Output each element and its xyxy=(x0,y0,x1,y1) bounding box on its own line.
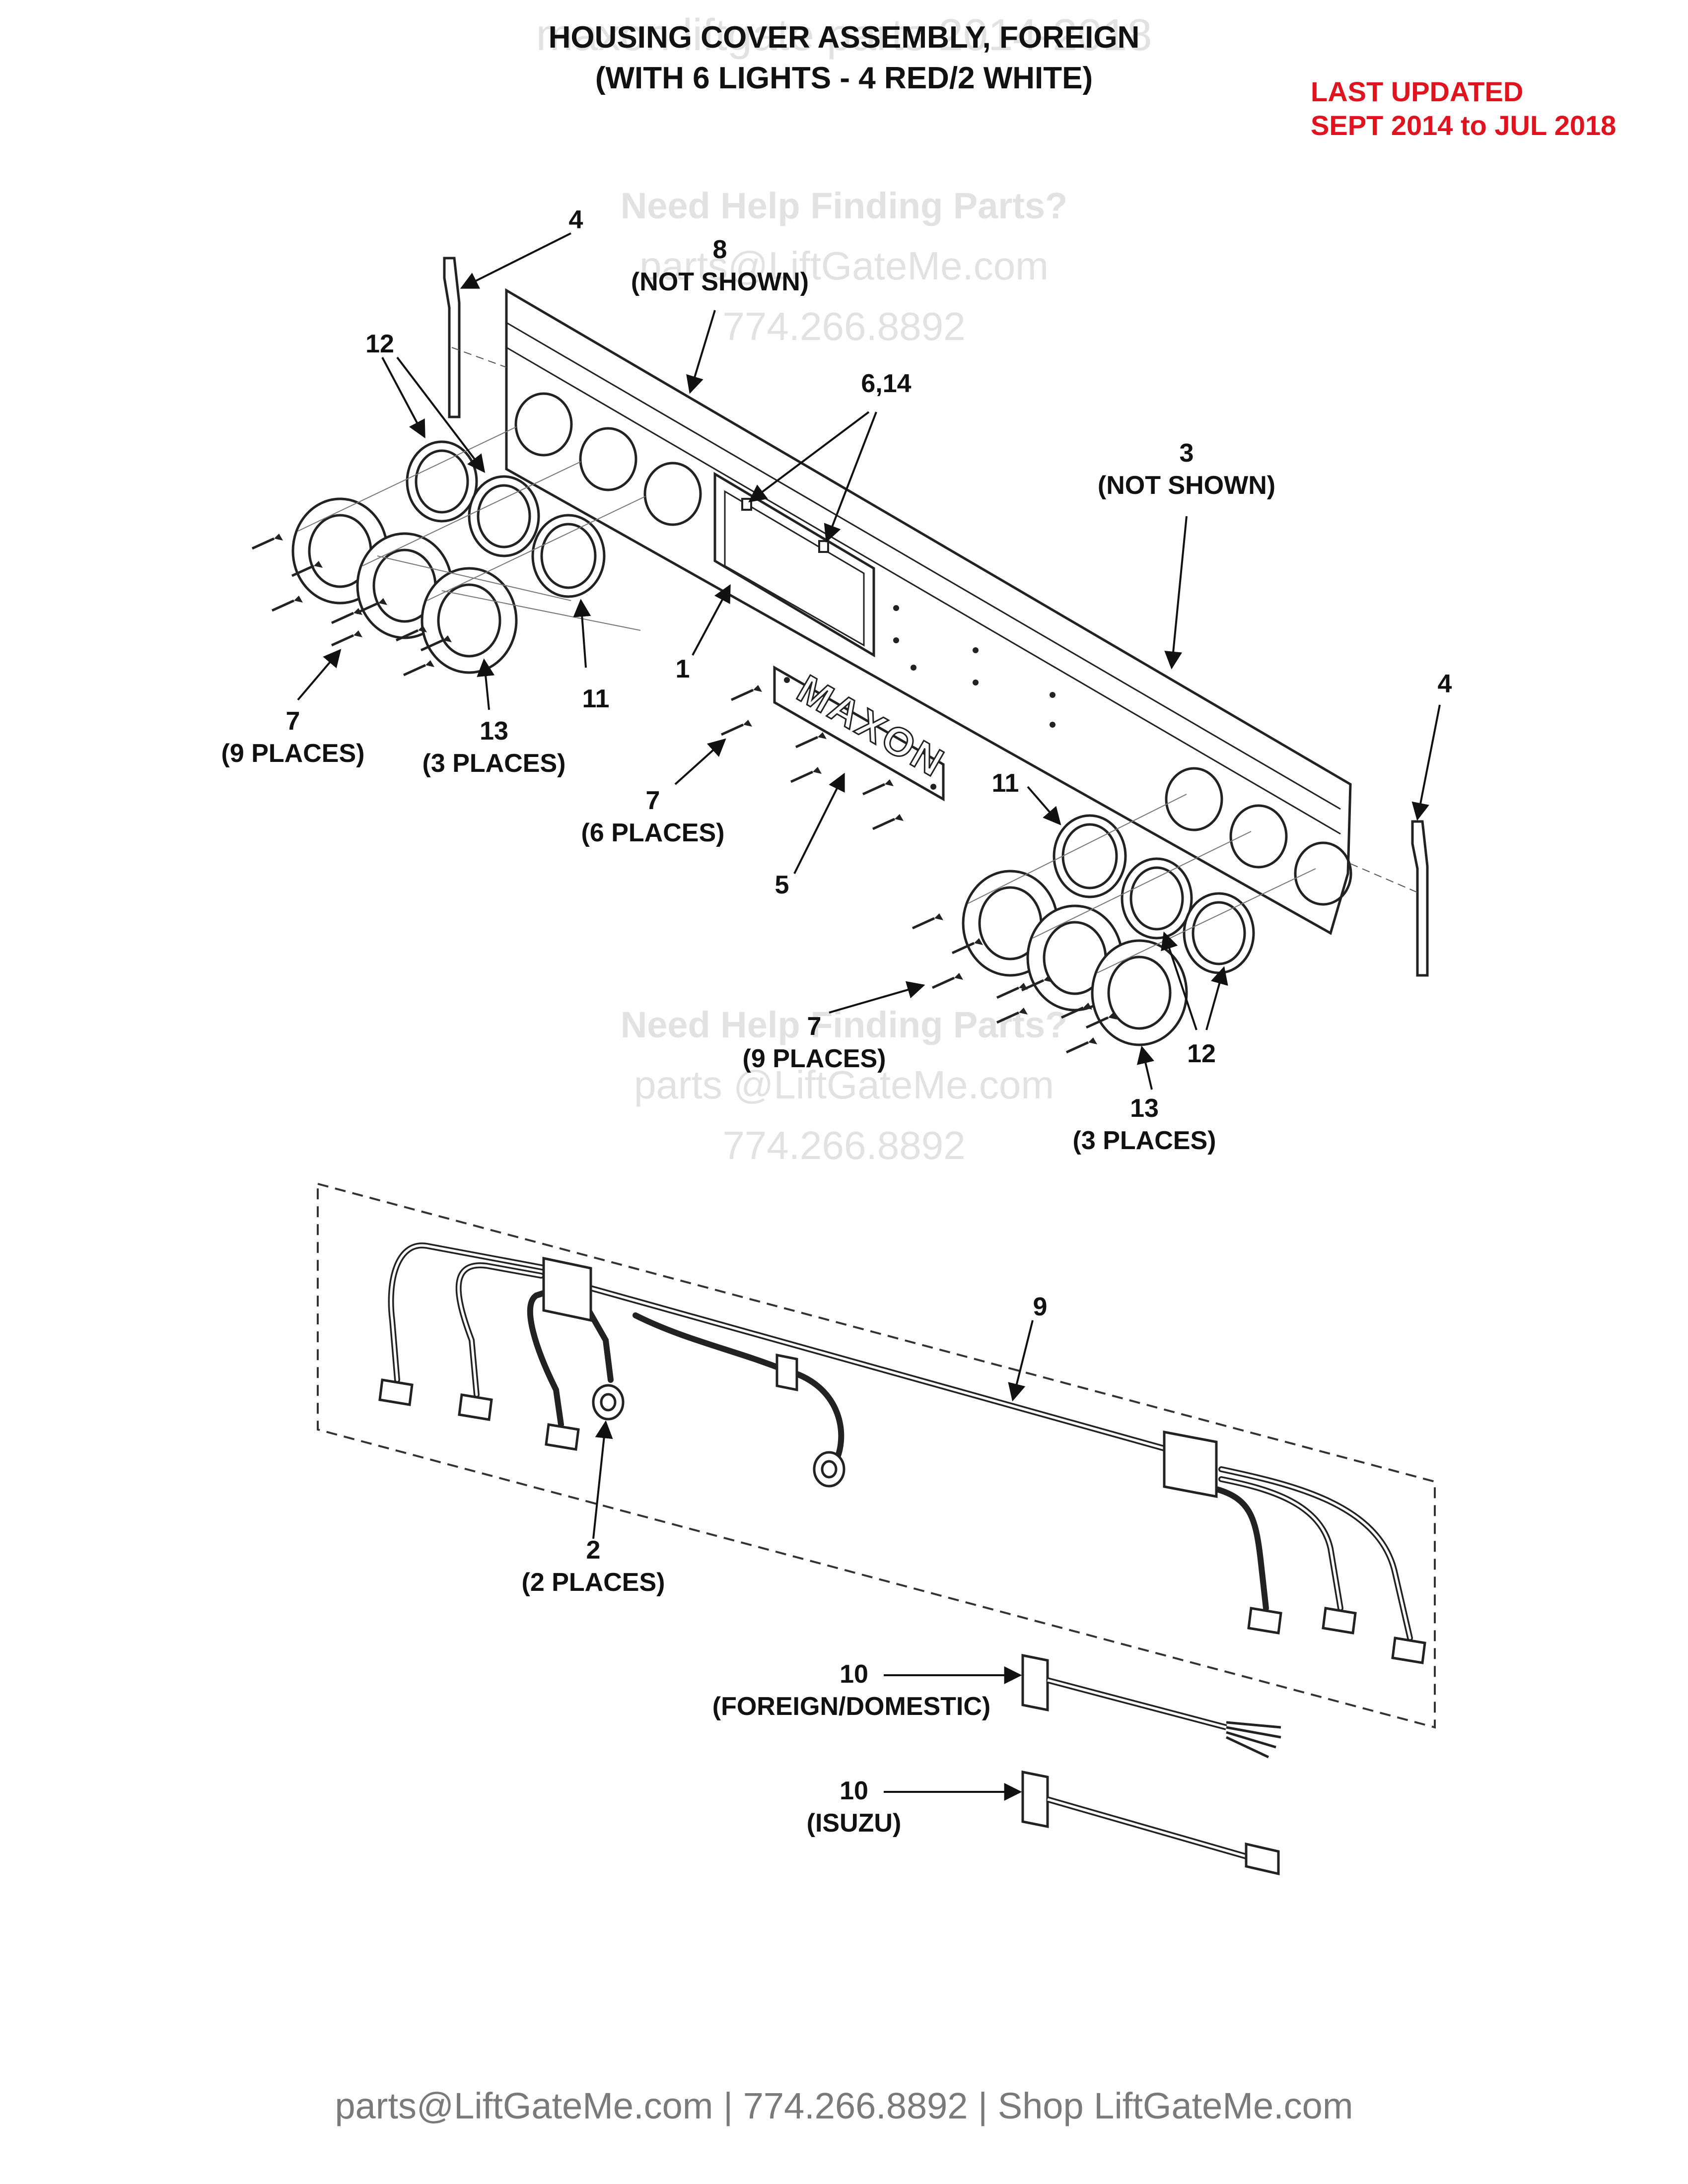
top-watermark: maxon liftgate parts 2014-2018 xyxy=(536,10,1152,60)
callout-10-isuzu-note: (ISUZU) xyxy=(807,1809,902,1838)
panel-hole xyxy=(514,392,573,457)
callout-13-left: 13 xyxy=(480,717,508,746)
callout-13-right-note: (3 PLACES) xyxy=(1073,1126,1216,1155)
callout-11-right: 11 xyxy=(992,769,1019,798)
junction-boxes xyxy=(542,1256,1218,1499)
callout-8: 8 xyxy=(713,235,727,264)
page-subtitle: (WITH 6 LIGHTS - 4 RED/2 WHITE) xyxy=(595,61,1093,95)
adapter-foreign-domestic xyxy=(1021,1653,1281,1759)
harness-enclosure xyxy=(317,1182,1436,1729)
callout-3-note: (NOT SHOWN) xyxy=(1098,471,1275,500)
callout-7-mid-note: (6 PLACES) xyxy=(581,819,725,847)
panel-hole xyxy=(1229,804,1288,869)
callout-12-right: 12 xyxy=(1187,1039,1216,1068)
ring-11 xyxy=(531,514,606,598)
ring-12 xyxy=(468,475,540,557)
bracket-left xyxy=(443,257,461,418)
help-watermark-2-line3: 774.266.8892 xyxy=(722,1123,966,1167)
callout-1: 1 xyxy=(676,655,690,683)
panel-hole xyxy=(643,462,702,526)
callout-5: 5 xyxy=(775,871,789,899)
footer-contact: parts@LiftGateMe.com | 774.266.8892 | Sh… xyxy=(335,2085,1353,2126)
help-watermark-1-line3: 774.266.8892 xyxy=(722,304,966,348)
callout-3: 3 xyxy=(1180,439,1194,468)
left-light-rings xyxy=(291,440,606,674)
callout-10-foreign: 10 xyxy=(840,1660,868,1689)
callout-7-mid: 7 xyxy=(646,786,660,815)
callout-9: 9 xyxy=(1033,1293,1048,1321)
callout-4-left: 4 xyxy=(569,205,583,234)
panel-hole xyxy=(1294,841,1352,906)
clips-6-14 xyxy=(741,498,829,553)
grommets xyxy=(592,1384,845,1488)
panel-hole xyxy=(579,427,637,491)
callout-2-note: (2 PLACES) xyxy=(522,1568,665,1597)
leader-lines xyxy=(297,232,1441,1801)
housing-cover-panel xyxy=(505,288,1352,935)
callout-2: 2 xyxy=(586,1536,601,1565)
last-updated-range: SEPT 2014 to JUL 2018 xyxy=(1311,110,1617,141)
page-title: HOUSING COVER ASSEMBLY, FOREIGN xyxy=(548,20,1140,55)
callout-7-left-note: (9 PLACES) xyxy=(221,739,365,768)
callout-7-left: 7 xyxy=(286,707,300,736)
callout-7-right: 7 xyxy=(807,1012,822,1041)
callout-10-foreign-note: (FOREIGN/DOMESTIC) xyxy=(712,1692,990,1721)
callout-12-left: 12 xyxy=(365,330,394,358)
callout-4-right: 4 xyxy=(1438,670,1452,698)
callout-11-left: 11 xyxy=(582,684,610,713)
callout-13-right: 13 xyxy=(1130,1094,1159,1123)
ring-12 xyxy=(1121,857,1193,940)
adapter-isuzu xyxy=(1021,1770,1280,1876)
panel-cutout xyxy=(713,472,875,658)
ring-11 xyxy=(1053,814,1127,898)
right-light-rings xyxy=(962,814,1255,1046)
ring-12 xyxy=(406,440,478,523)
bezel-13 xyxy=(421,567,518,674)
help-watermark-2-line2: parts @LiftGateMe.com xyxy=(634,1063,1054,1107)
panel-hole xyxy=(1165,767,1223,831)
ring-12 xyxy=(1183,892,1255,974)
callout-6-14: 6,14 xyxy=(861,369,911,398)
help-watermark-2-line1: Need Help Finding Parts? xyxy=(620,1004,1068,1045)
callout-10-isuzu: 10 xyxy=(840,1776,868,1805)
callout-8-note: (NOT SHOWN) xyxy=(631,268,809,296)
callout-7-right-note: (9 PLACES) xyxy=(743,1044,886,1073)
bracket-right xyxy=(1411,820,1429,977)
plug-ends xyxy=(378,1378,1426,1664)
last-updated-label: LAST UPDATED xyxy=(1311,76,1524,107)
callout-13-left-note: (3 PLACES) xyxy=(422,749,566,778)
callout-labels: 4 8 (NOT SHOWN) 12 6,14 3 (NOT SHOWN) 1 … xyxy=(221,205,1452,1838)
help-watermark-1-line1: Need Help Finding Parts? xyxy=(620,185,1068,226)
help-watermark-1-line2: parts@LiftGateMe.com xyxy=(639,244,1049,288)
